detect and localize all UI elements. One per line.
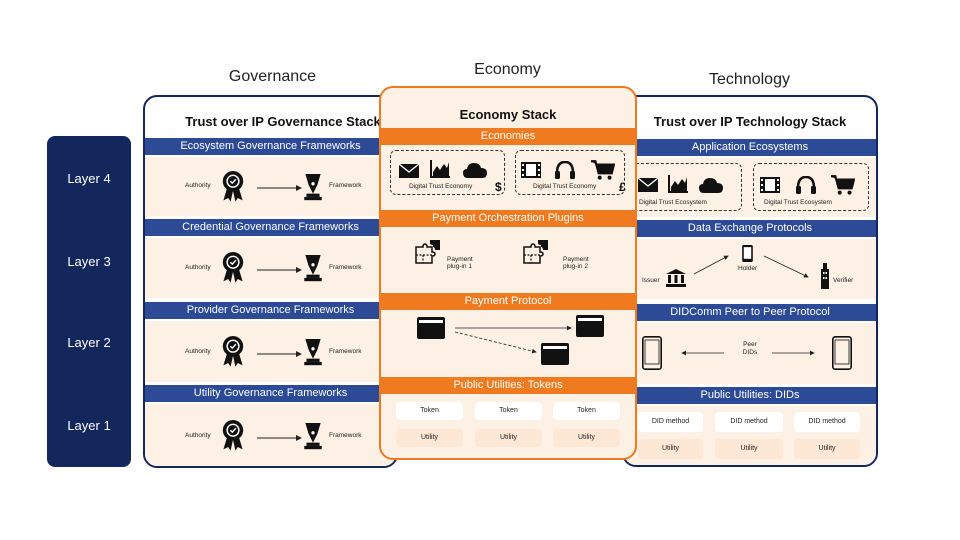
technology-stack-panel: Trust over IP Technology Stack Applicati… — [622, 95, 878, 467]
headphones-icon — [796, 176, 816, 194]
verifier-label: Verifier — [833, 277, 854, 284]
framework-label: Framework — [329, 432, 362, 439]
ecosystem-label: Digital Trust Ecosystem — [764, 199, 832, 206]
holder-phone-icon — [742, 245, 753, 262]
framework-label: Framework — [329, 182, 362, 189]
ecosystem-governance-band: Ecosystem Governance Frameworks — [145, 138, 396, 155]
pound-icon: £ — [619, 180, 626, 194]
exchange-arrows — [693, 255, 809, 278]
governance-stack-title: Trust over IP Governance Stack — [185, 114, 381, 129]
utility-box: Utility — [715, 439, 783, 459]
utility-box: Utility — [396, 429, 463, 447]
credential-governance-band: Credential Governance Frameworks — [145, 219, 396, 236]
economy-stack-title: Economy Stack — [459, 107, 557, 122]
governance-column-title: Governance — [228, 68, 317, 85]
pen-icon — [304, 174, 322, 201]
economy-stack-panel: Economy Stack Economies Digital Trust Ec… — [379, 86, 637, 460]
public-utilities-tokens-band: Public Utilities: Tokens — [381, 377, 635, 394]
provider-governance-band: Provider Governance Frameworks — [145, 302, 396, 319]
utility-box: Utility — [475, 429, 542, 447]
phone-icon — [832, 336, 852, 370]
economy-label: Digital Trust Economy — [409, 183, 473, 190]
data-exchange-band: Data Exchange Protocols — [624, 220, 876, 237]
economy-column-title: Economy — [474, 61, 541, 78]
chart-icon — [667, 175, 689, 193]
film-icon — [760, 177, 780, 193]
ecosystem-label: Digital Trust Ecosystem — [639, 199, 707, 206]
did-method-box: DID method — [794, 412, 860, 432]
utility-box: Utility — [638, 439, 703, 459]
utility-governance-band: Utility Governance Frameworks — [145, 385, 396, 402]
ribbon-icon — [222, 251, 244, 283]
tower-icon — [821, 263, 829, 289]
public-utilities-dids-cell: DID method DID method DID method Utility… — [624, 406, 876, 465]
holder-label: Holder — [738, 265, 758, 272]
ecosystem-governance-cell: Authority Framework — [145, 157, 396, 216]
arrow-icon — [257, 185, 302, 191]
bank-icon — [666, 269, 686, 287]
economy-label: Digital Trust Economy — [533, 183, 597, 190]
authority-label: Authority — [185, 264, 211, 271]
digital-trust-economy-box: Digital Trust Economy $ — [390, 150, 505, 195]
issuer-label: Issuer — [642, 277, 660, 284]
payment-orchestration-band: Payment Orchestration Plugins — [381, 210, 635, 227]
pen-icon — [304, 255, 322, 282]
left-arrow — [681, 350, 724, 356]
phone-icon — [642, 336, 662, 370]
pen-icon — [304, 423, 322, 450]
peer-label: Peer — [743, 341, 757, 348]
utility-box: Utility — [553, 429, 620, 447]
utility-governance-cell: Authority Framework — [145, 404, 396, 466]
did-method-box: DID method — [638, 412, 703, 432]
framework-label: Framework — [329, 348, 362, 355]
payment-plugin-2-label: Payment plug-in 2 — [563, 256, 589, 270]
payment-arrows — [454, 325, 572, 354]
token-box: Token — [553, 402, 620, 420]
digital-trust-ecosystem-box: Digital Trust Ecosystem — [630, 163, 742, 211]
ribbon-icon — [222, 170, 244, 202]
governance-stack-panel: Trust over IP Governance Stack Ecosystem… — [143, 95, 398, 468]
payment-plugin-1-label: Payment plug-in 1 — [447, 256, 473, 270]
right-arrow — [772, 350, 815, 356]
arrow-icon — [257, 351, 302, 357]
digital-trust-economy-box: Digital Trust Economy £ — [515, 150, 626, 195]
layer-4-label: Layer 4 — [67, 171, 111, 186]
utility-box: Utility — [794, 439, 860, 459]
credential-governance-cell: Authority Framework — [145, 238, 396, 298]
layer-sidebar: Layer 4 Layer 3 Layer 2 Layer 1 — [47, 136, 131, 467]
arrow-icon — [257, 435, 302, 441]
payment-protocol-band: Payment Protocol — [381, 293, 635, 310]
technology-stack-title: Trust over IP Technology Stack — [653, 114, 847, 129]
mail-icon — [638, 178, 658, 192]
framework-label: Framework — [329, 264, 362, 271]
provider-governance-cell: Authority Framework — [145, 321, 396, 382]
economies-band: Economies — [381, 128, 635, 145]
authority-label: Authority — [185, 182, 211, 189]
application-ecosystems-cell: Digital Trust Ecosystem Digital Trust Ec… — [624, 158, 876, 217]
didcomm-band: DIDComm Peer to Peer Protocol — [624, 304, 876, 321]
did-method-box: DID method — [715, 412, 783, 432]
data-exchange-cell: Holder Issuer Verifier — [624, 239, 876, 299]
authority-label: Authority — [185, 348, 211, 355]
arrow-icon — [257, 267, 302, 273]
dids-label: DIDs — [742, 349, 758, 356]
pen-icon — [304, 339, 322, 366]
layer-3-label: Layer 3 — [67, 254, 111, 269]
digital-trust-ecosystem-box: Digital Trust Ecosystem — [753, 163, 869, 211]
technology-column-title: Technology — [709, 71, 790, 88]
authority-label: Authority — [185, 432, 211, 439]
ribbon-icon — [222, 335, 244, 367]
public-utilities-dids-band: Public Utilities: DIDs — [624, 387, 876, 404]
token-box: Token — [475, 402, 542, 420]
dollar-icon: $ — [495, 180, 502, 194]
token-box: Token — [396, 402, 463, 420]
cloud-icon — [699, 178, 723, 193]
didcomm-cell: Peer DIDs — [624, 323, 876, 384]
ribbon-icon — [222, 419, 244, 451]
cart-icon — [831, 175, 855, 195]
layer-2-label: Layer 2 — [67, 335, 111, 350]
application-ecosystems-band: Application Ecosystems — [624, 139, 876, 156]
layer-1-label: Layer 1 — [67, 418, 111, 433]
